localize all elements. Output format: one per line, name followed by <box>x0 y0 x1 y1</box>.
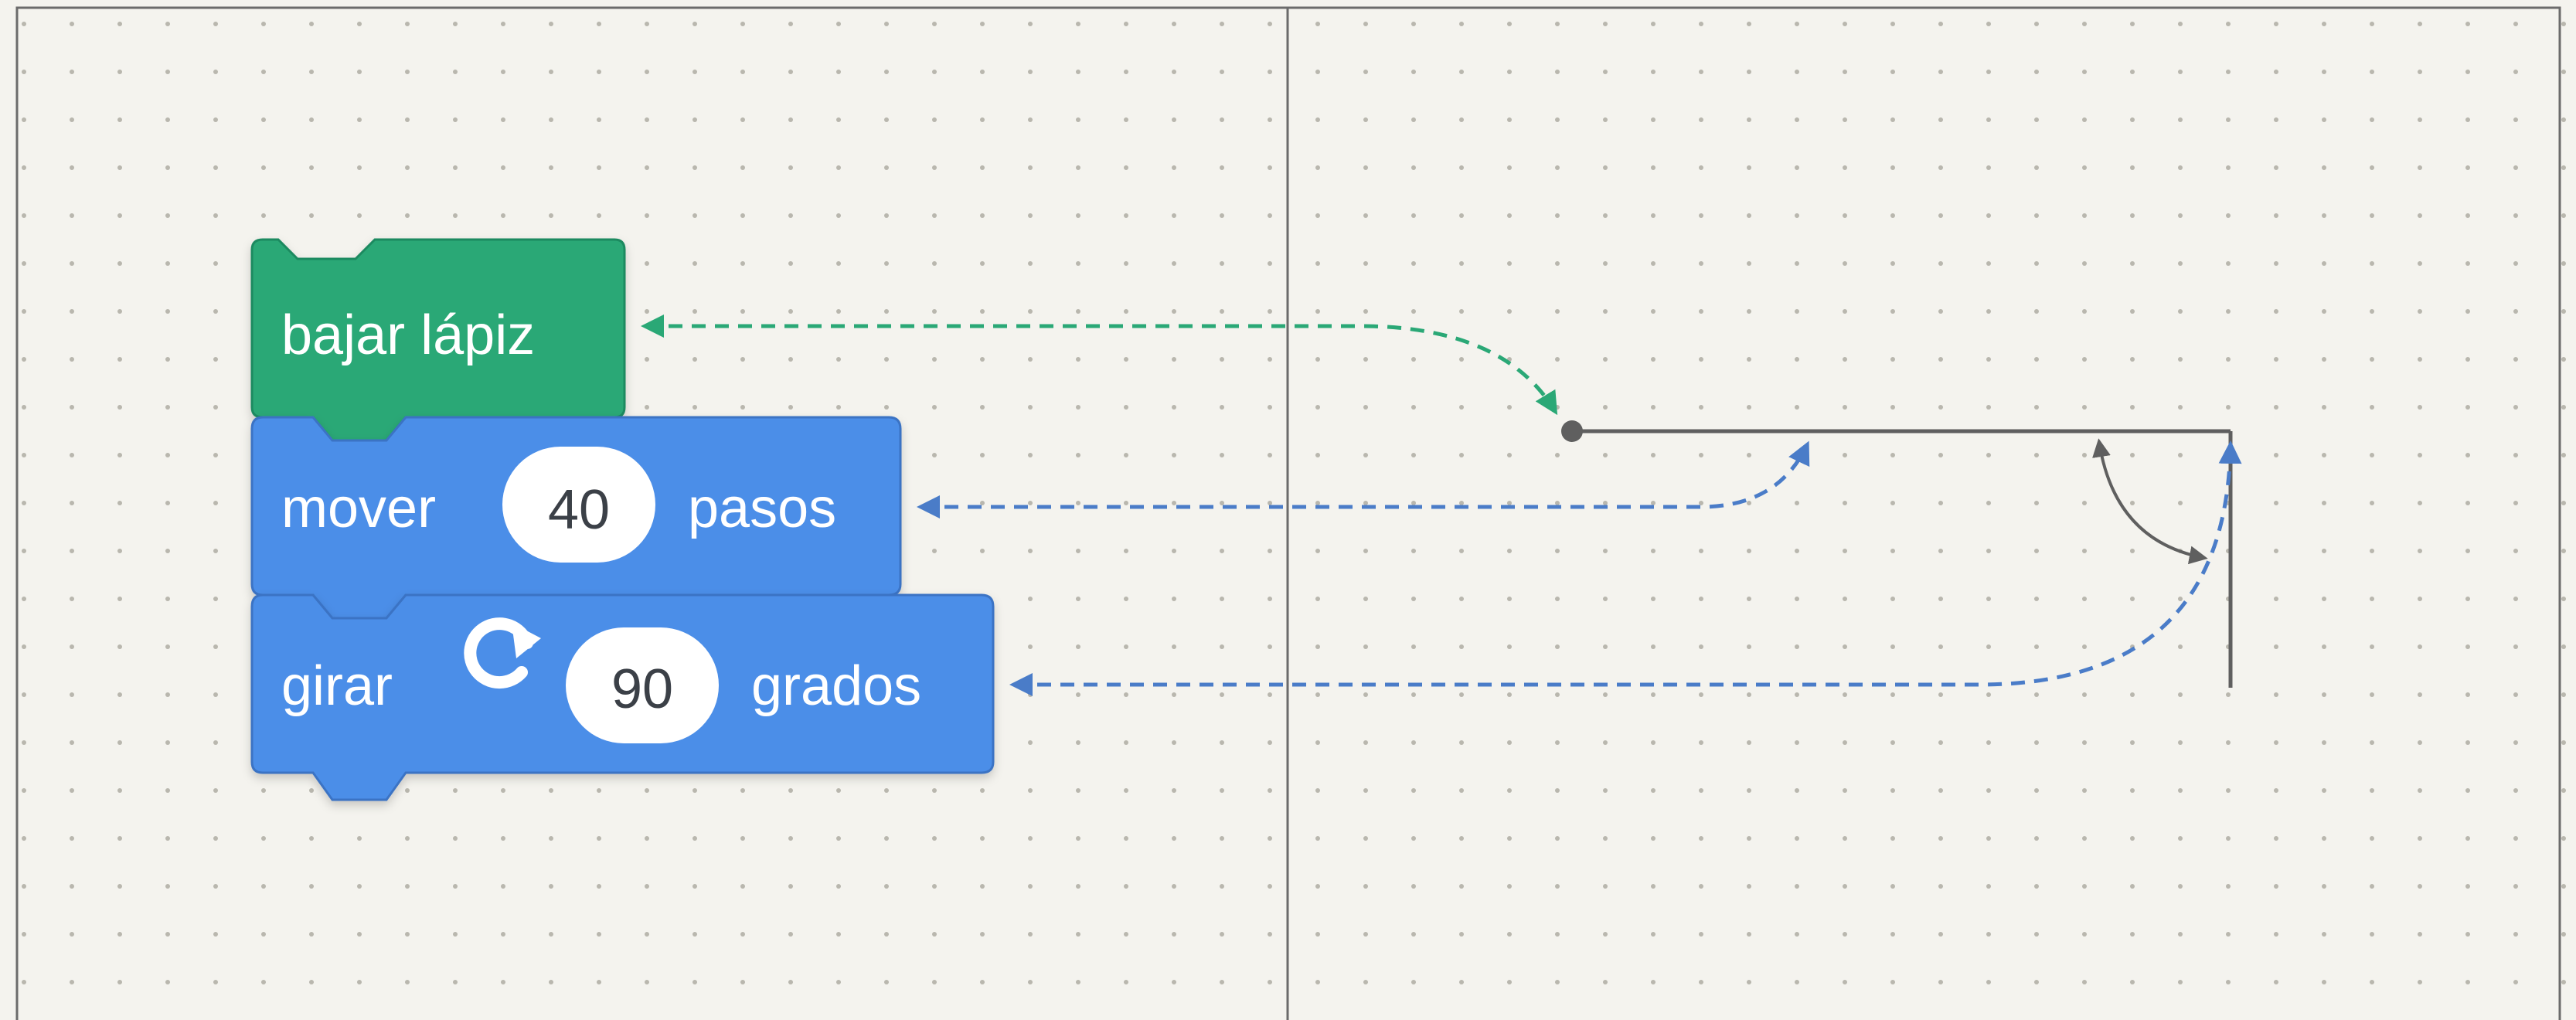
move-steps-input[interactable] <box>502 447 655 563</box>
turn-degrees-input[interactable] <box>566 627 719 743</box>
move-prefix-label: mover <box>281 478 436 539</box>
turn-prefix-label: girar <box>281 655 393 717</box>
move-block[interactable]: mover 40 pasos <box>250 416 902 620</box>
rotate-clockwise-icon <box>464 617 541 689</box>
move-suffix-label: pasos <box>688 478 836 539</box>
pen-down-block[interactable]: bajar lápiz <box>250 238 626 442</box>
pen-down-connector <box>641 314 1558 416</box>
move-steps-value: 40 <box>548 479 610 541</box>
turn-degrees-value: 90 <box>611 658 673 720</box>
turn-suffix-label: grados <box>751 655 921 717</box>
pen-start-point <box>1561 420 1583 442</box>
turn-block[interactable]: girar 90 grados <box>250 593 995 801</box>
pen-down-label: bajar lápiz <box>281 304 535 366</box>
